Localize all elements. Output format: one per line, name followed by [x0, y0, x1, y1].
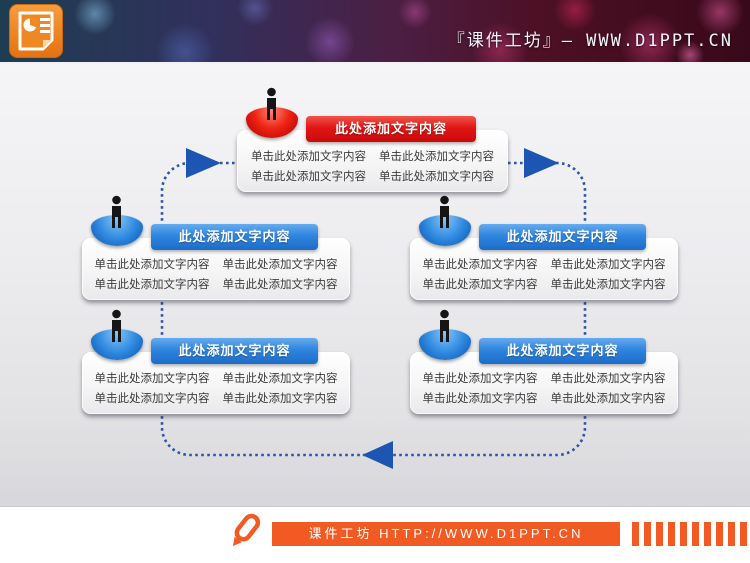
node-text: 单击此处添加文字内容: [379, 151, 494, 163]
site-header: 『课件工坊』— WWW.D1PPT.CN: [0, 0, 750, 64]
node-text: 单击此处添加文字内容: [251, 151, 366, 163]
person-icon: [112, 309, 121, 342]
node-text: 单击此处添加文字内容: [422, 259, 538, 271]
node-text: 单击此处添加文字内容: [94, 373, 210, 385]
flow-node-mid-left: 此处添加文字内容 单击此处添加文字内容 单击此处添加文字内容 单击此处添加文字内…: [82, 195, 350, 300]
node-body: 单击此处添加文字内容 单击此处添加文字内容 单击此处添加文字内容 单击此处添加文…: [410, 352, 678, 409]
arrow-left-bottom: [362, 441, 393, 469]
node-text: 单击此处添加文字内容: [550, 279, 666, 291]
node-body: 单击此处添加文字内容 单击此处添加文字内容 单击此处添加文字内容 单击此处添加文…: [410, 238, 678, 295]
node-text: 单击此处添加文字内容: [422, 373, 538, 385]
person-icon: [112, 195, 121, 228]
barcode-decoration: [632, 522, 750, 546]
footer-site-link[interactable]: 课件工坊 HTTP://WWW.D1PPT.CN: [272, 522, 620, 546]
node-dome: [419, 215, 471, 246]
node-text: 单击此处添加文字内容: [94, 393, 210, 405]
node-dome: [419, 329, 471, 360]
node-body: 单击此处添加文字内容 单击此处添加文字内容 单击此处添加文字内容 单击此处添加文…: [82, 352, 350, 409]
node-text: 单击此处添加文字内容: [550, 259, 666, 271]
flow-node-bottom-right: 此处添加文字内容 单击此处添加文字内容 单击此处添加文字内容 单击此处添加文字内…: [410, 309, 678, 414]
node-text: 单击此处添加文字内容: [251, 171, 366, 183]
node-text: 单击此处添加文字内容: [379, 171, 494, 183]
arrow-right-top-right: [524, 148, 559, 178]
node-title: 此处添加文字内容: [151, 338, 318, 364]
node-dome: [91, 215, 143, 246]
node-text: 单击此处添加文字内容: [222, 393, 338, 405]
pen-icon: [232, 513, 261, 547]
node-text: 单击此处添加文字内容: [550, 393, 666, 405]
node-title: 此处添加文字内容: [479, 224, 646, 250]
site-footer: 课件工坊 HTTP://WWW.D1PPT.CN: [0, 507, 750, 563]
flow-node-top: 此处添加文字内容 单击此处添加文字内容 单击此处添加文字内容 单击此处添加文字内…: [237, 87, 508, 192]
node-text: 单击此处添加文字内容: [550, 373, 666, 385]
node-text: 单击此处添加文字内容: [94, 279, 210, 291]
node-text: 单击此处添加文字内容: [222, 259, 338, 271]
node-text: 单击此处添加文字内容: [422, 393, 538, 405]
flow-node-mid-right: 此处添加文字内容 单击此处添加文字内容 单击此处添加文字内容 单击此处添加文字内…: [410, 195, 678, 300]
node-body: 单击此处添加文字内容 单击此处添加文字内容 单击此处添加文字内容 单击此处添加文…: [82, 238, 350, 295]
node-body: 单击此处添加文字内容 单击此处添加文字内容 单击此处添加文字内容 单击此处添加文…: [237, 130, 508, 187]
powerpoint-icon: [9, 4, 63, 58]
node-title: 此处添加文字内容: [479, 338, 646, 364]
person-icon: [440, 309, 449, 342]
node-title: 此处添加文字内容: [306, 116, 476, 142]
node-text: 单击此处添加文字内容: [422, 279, 538, 291]
node-title: 此处添加文字内容: [151, 224, 318, 250]
flow-node-bottom-left: 此处添加文字内容 单击此处添加文字内容 单击此处添加文字内容 单击此处添加文字内…: [82, 309, 350, 414]
node-text: 单击此处添加文字内容: [222, 373, 338, 385]
arrow-right-top-left: [186, 148, 221, 178]
node-text: 单击此处添加文字内容: [222, 279, 338, 291]
person-icon: [267, 87, 276, 120]
site-brand-text: 『课件工坊』— WWW.D1PPT.CN: [447, 31, 733, 51]
node-dome: [246, 107, 298, 138]
node-dome: [91, 329, 143, 360]
person-icon: [440, 195, 449, 228]
node-text: 单击此处添加文字内容: [94, 259, 210, 271]
